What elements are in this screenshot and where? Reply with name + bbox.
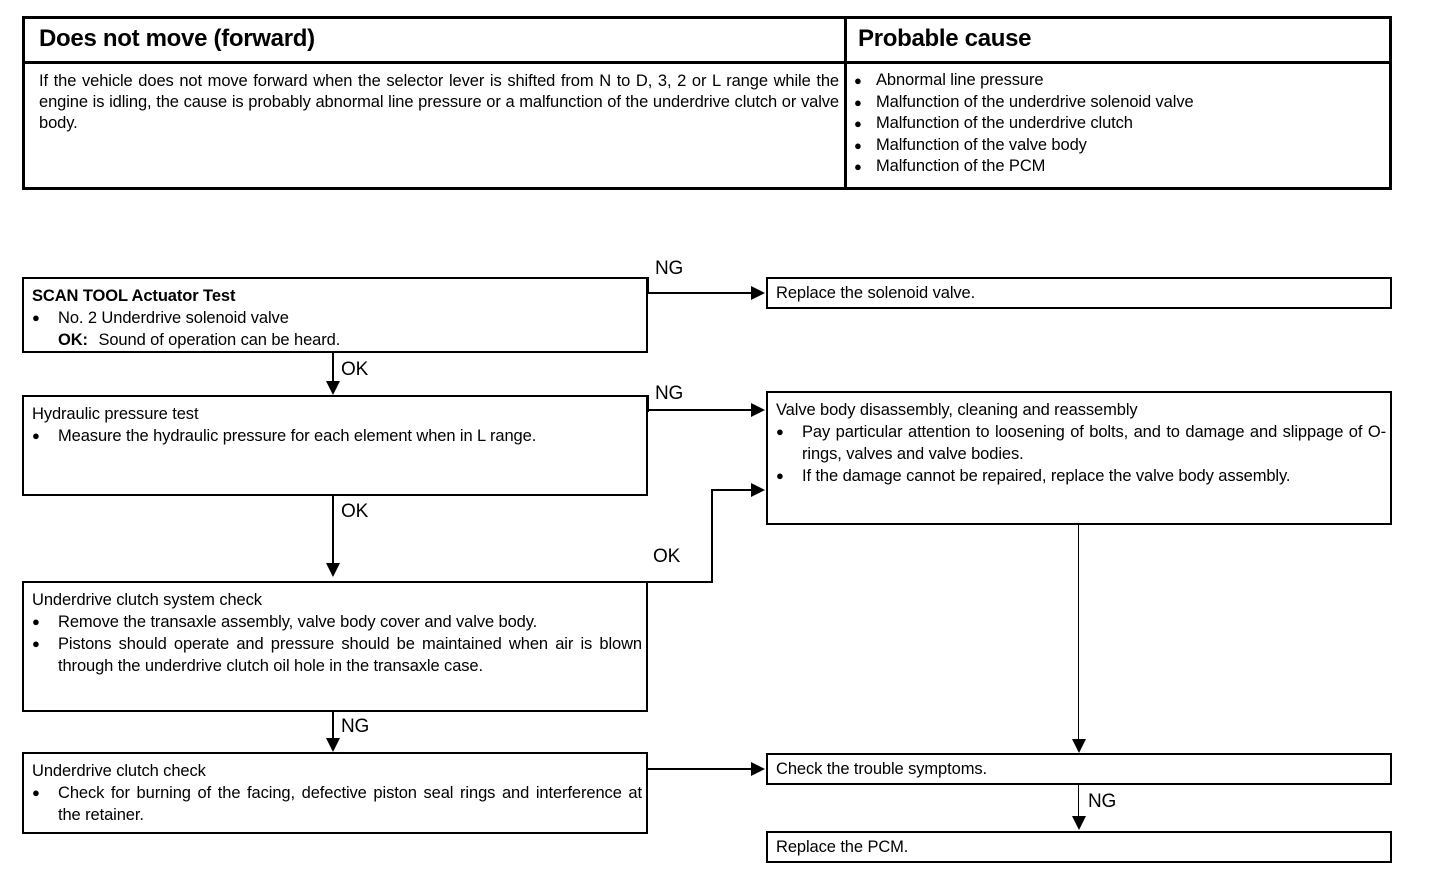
table-header-row: Does not move (forward) Probable cause bbox=[25, 19, 1389, 61]
cause-text: Abnormal line pressure bbox=[876, 71, 1044, 89]
probable-cause-cell: ● Abnormal line pressure ● Malfunction o… bbox=[844, 61, 1389, 187]
flow-box-replace-pcm: Replace the PCM. bbox=[766, 831, 1392, 863]
bullet-line: ● Measure the hydraulic pressure for eac… bbox=[32, 425, 642, 447]
box-title: Valve body disassembly, cleaning and rea… bbox=[776, 401, 1138, 419]
ok-label: OK: bbox=[58, 331, 88, 349]
flow-box-hydraulic-pressure-test: Hydraulic pressure test ● Measure the hy… bbox=[22, 395, 648, 496]
symptom-description: If the vehicle does not move forward whe… bbox=[39, 72, 839, 132]
arrow-into-clutch-system-check bbox=[326, 563, 340, 577]
box-title: Check the trouble symptoms. bbox=[776, 760, 987, 778]
bullet-line: ● Check for burning of the facing, defec… bbox=[32, 782, 642, 826]
bullet-text: Measure the hydraulic pressure for each … bbox=[58, 427, 537, 445]
table-column-divider bbox=[844, 19, 847, 187]
bullet-line: ● Remove the transaxle assembly, valve b… bbox=[32, 611, 642, 633]
ok-condition-line: OK: Sound of operation can be heard. bbox=[32, 329, 642, 351]
connector-scan-ng-vertical bbox=[647, 277, 649, 294]
bullet-line: ● No. 2 Underdrive solenoid valve bbox=[32, 307, 642, 329]
bullet-icon: ● bbox=[776, 468, 784, 483]
bullet-text: No. 2 Underdrive solenoid valve bbox=[58, 309, 289, 327]
bullet-line: ● If the damage cannot be repaired, repl… bbox=[776, 465, 1386, 487]
connector-hydraulic-ng-horizontal bbox=[647, 409, 754, 411]
bullet-text: Check for burning of the facing, defecti… bbox=[58, 784, 642, 824]
connector-clutch-ok-horizontal-lower bbox=[647, 581, 713, 583]
flow-box-underdrive-clutch-system-check: Underdrive clutch system check ● Remove … bbox=[22, 581, 648, 712]
symptom-table: Does not move (forward) Probable cause I… bbox=[22, 16, 1392, 190]
box-title: SCAN TOOL Actuator Test bbox=[32, 287, 236, 305]
bullet-icon: ● bbox=[854, 137, 862, 153]
connector-hydraulic-ng-vertical bbox=[647, 395, 649, 412]
connector-clutch-ok-vertical bbox=[711, 489, 713, 583]
cause-text: Malfunction of the valve body bbox=[876, 135, 1087, 154]
bullet-text: Pay particular attention to loosening of… bbox=[802, 423, 1386, 463]
cause-text: Malfunction of the PCM bbox=[876, 157, 1046, 175]
bullet-icon: ● bbox=[32, 428, 40, 443]
bullet-icon: ● bbox=[854, 159, 862, 174]
probable-cause-list: ● Abnormal line pressure ● Malfunction o… bbox=[844, 61, 1389, 178]
bullet-text: If the damage cannot be repaired, replac… bbox=[802, 467, 1291, 485]
arrow-into-hydraulic-test bbox=[326, 381, 340, 395]
connector-hydraulic-ok-vertical bbox=[332, 496, 334, 566]
arrow-into-valve-body-upper bbox=[751, 403, 765, 417]
arrow-into-clutch-check bbox=[326, 738, 340, 752]
flow-box-scan-tool-actuator-test: SCAN TOOL Actuator Test ● No. 2 Underdri… bbox=[22, 277, 648, 353]
connector-scan-ok-vertical bbox=[332, 353, 334, 383]
connector-scan-ng-horizontal bbox=[647, 292, 754, 294]
symptom-description-cell: If the vehicle does not move forward whe… bbox=[25, 61, 844, 187]
bullet-icon: ● bbox=[32, 614, 40, 629]
flow-box-valve-body-disassembly: Valve body disassembly, cleaning and rea… bbox=[766, 391, 1392, 525]
bullet-icon: ● bbox=[854, 94, 862, 110]
box-title: Underdrive clutch check bbox=[32, 762, 206, 780]
edge-label-ng-check-symptoms: NG bbox=[1088, 791, 1117, 812]
cause-text: Malfunction of the underdrive solenoid v… bbox=[876, 92, 1194, 111]
edge-label-ng-scan: NG bbox=[655, 258, 684, 279]
bullet-line: ● Pay particular attention to loosening … bbox=[776, 421, 1386, 465]
box-title: Hydraulic pressure test bbox=[32, 405, 199, 423]
symptom-header-cell: Does not move (forward) bbox=[25, 19, 844, 61]
table-header-divider bbox=[25, 61, 1389, 64]
box-title: Replace the PCM. bbox=[776, 838, 909, 856]
box-title: Replace the solenoid valve. bbox=[776, 284, 976, 302]
edge-label-ok-hydraulic: OK bbox=[341, 501, 369, 522]
box-title: Underdrive clutch system check bbox=[32, 591, 262, 609]
cause-text: Malfunction of the underdrive clutch bbox=[876, 114, 1133, 132]
flow-box-underdrive-clutch-check: Underdrive clutch check ● Check for burn… bbox=[22, 752, 648, 834]
arrow-into-check-symptoms-top bbox=[1072, 739, 1086, 753]
symptom-header-title: Does not move (forward) bbox=[39, 25, 315, 52]
connector-valve-body-vertical bbox=[1078, 525, 1079, 740]
list-item: ● Malfunction of the valve body bbox=[854, 135, 1389, 157]
arrow-into-check-symptoms-left bbox=[751, 762, 765, 776]
connector-clutch-check-horizontal bbox=[647, 768, 754, 770]
bullet-icon: ● bbox=[32, 636, 40, 651]
bullet-icon: ● bbox=[32, 310, 40, 325]
bullet-text: Remove the transaxle assembly, valve bod… bbox=[58, 613, 538, 631]
bullet-icon: ● bbox=[32, 785, 40, 800]
ok-condition-text: Sound of operation can be heard. bbox=[98, 331, 341, 349]
bullet-icon: ● bbox=[776, 424, 784, 439]
arrow-into-valve-body-lower bbox=[751, 483, 765, 497]
edge-label-ok-scan: OK bbox=[341, 359, 369, 380]
cause-header-cell: Probable cause bbox=[844, 19, 1389, 61]
bullet-line: ● Pistons should operate and pressure sh… bbox=[32, 633, 642, 677]
cause-header-title: Probable cause bbox=[858, 25, 1032, 52]
list-item: ● Malfunction of the PCM bbox=[854, 156, 1389, 178]
bullet-text: Pistons should operate and pressure shou… bbox=[58, 635, 642, 675]
bullet-icon: ● bbox=[854, 116, 862, 131]
connector-clutch-ok-horizontal-upper bbox=[711, 489, 754, 491]
table-body-row: If the vehicle does not move forward whe… bbox=[25, 61, 1389, 187]
edge-label-ok-clutch-system: OK bbox=[653, 546, 681, 567]
connector-check-symptoms-ng-vertical bbox=[1078, 785, 1079, 817]
edge-label-ng-clutch-system: NG bbox=[341, 716, 370, 737]
list-item: ● Malfunction of the underdrive clutch bbox=[854, 113, 1389, 135]
bullet-icon: ● bbox=[854, 73, 862, 88]
list-item: ● Malfunction of the underdrive solenoid… bbox=[854, 92, 1389, 114]
connector-clutch-ng-vertical bbox=[332, 712, 334, 741]
arrow-into-replace-pcm bbox=[1072, 816, 1086, 830]
flow-box-replace-solenoid-valve: Replace the solenoid valve. bbox=[766, 277, 1392, 309]
list-item: ● Abnormal line pressure bbox=[854, 70, 1389, 92]
arrow-into-replace-solenoid bbox=[751, 286, 765, 300]
edge-label-ng-hydraulic: NG bbox=[655, 383, 684, 404]
flow-box-check-trouble-symptoms: Check the trouble symptoms. bbox=[766, 753, 1392, 785]
